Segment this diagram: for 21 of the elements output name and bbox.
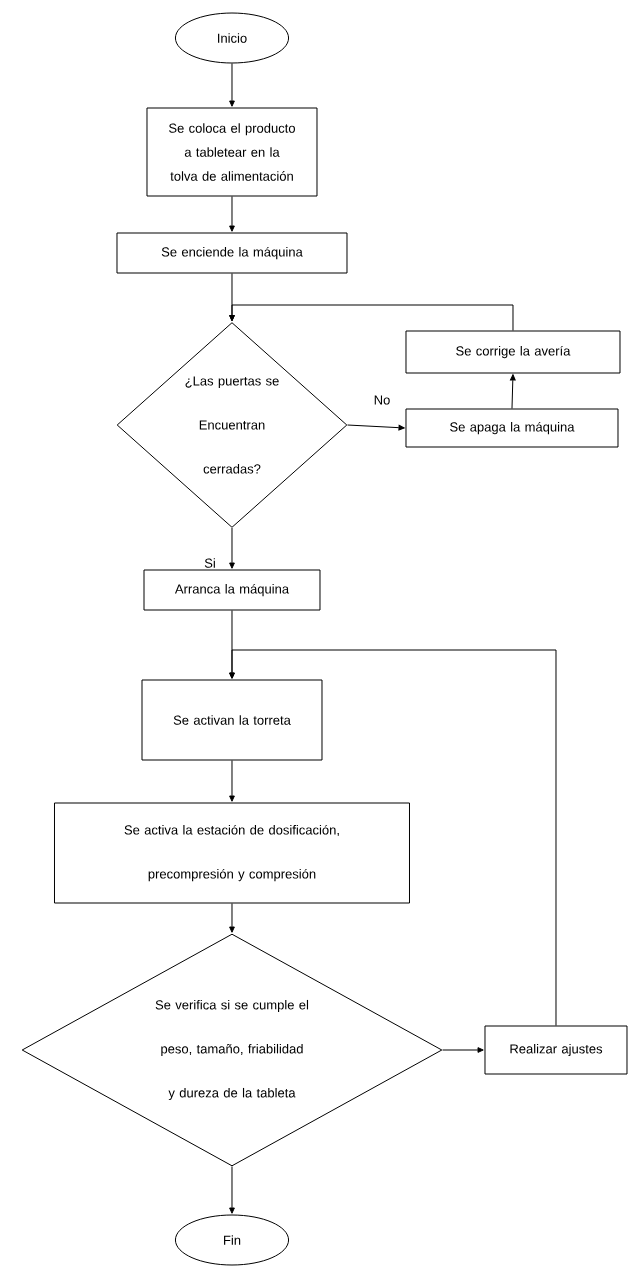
arrow <box>229 304 514 331</box>
arrow <box>347 424 405 431</box>
edge-label: No <box>372 394 392 406</box>
arrow <box>229 649 557 1026</box>
process-box: Se enciende la máquina <box>116 232 348 274</box>
process-box: Se activan la torreta <box>141 679 323 761</box>
arrow <box>229 760 235 802</box>
edge-label: Si <box>203 557 217 569</box>
arrow <box>229 196 235 232</box>
process-box: Realizar ajustes <box>484 1025 628 1075</box>
process-box: Se coloca el producto a tabletear en la tolva de alimentación <box>146 107 318 197</box>
arrow <box>229 527 235 569</box>
process-box: Se activa la estación de dosificación, precompresión y compresión <box>54 802 410 904</box>
arrow <box>229 63 235 107</box>
arrow <box>229 903 235 933</box>
arrow <box>442 1047 484 1053</box>
process-box: Se corrige la avería <box>405 330 621 374</box>
arrow <box>509 374 516 409</box>
arrow <box>229 1166 235 1214</box>
process-box: Se apaga la máquina <box>405 408 619 448</box>
process-box: Arranca la máquina <box>143 569 321 611</box>
